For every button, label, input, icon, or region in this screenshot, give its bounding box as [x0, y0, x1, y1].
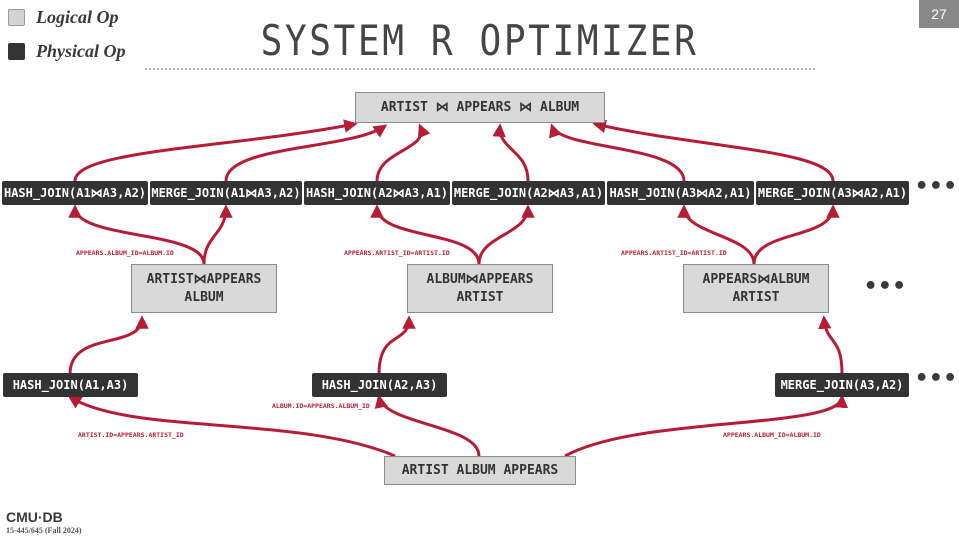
top-physical-node: MERGE_JOIN(A2⋈A3,A1): [452, 181, 605, 205]
middle-logical-line1: ARTIST⋈APPEARS: [146, 271, 262, 287]
edge-hj-a3a2-root: [549, 123, 686, 182]
edge-bhj2-mid2: [377, 315, 416, 375]
middle-logical-node: ARTIST⋈APPEARS ALBUM: [131, 264, 277, 313]
middle-logical-node: ALBUM⋈APPEARS ARTIST: [407, 264, 553, 313]
middle-logical-node: APPEARS⋈ALBUM ARTIST: [683, 264, 829, 313]
bottom-physical-node: MERGE_JOIN(A3,A2): [775, 373, 909, 397]
physical-op-label: Physical Op: [36, 41, 126, 61]
join-predicate: APPEARS.ARTIST_ID=ARTIST.ID: [344, 249, 450, 257]
edge-base-bhj1: [67, 395, 396, 458]
middle-logical-line1: APPEARS⋈ALBUM: [702, 271, 810, 287]
edge-mid3-mj: [752, 204, 840, 265]
edge-mid1-mj: [202, 204, 233, 265]
base-logical-node: ARTIST ALBUM APPEARS: [384, 456, 576, 485]
logical-op-label: Logical Op: [36, 7, 119, 27]
legend-physical: Physical Op: [8, 41, 126, 62]
bottom-physical-node: HASH_JOIN(A2,A3): [312, 373, 447, 397]
edge-mj-a2a3-root: [492, 123, 530, 182]
middle-logical-line2: ARTIST: [456, 289, 504, 305]
edge-mj-a1a3-root: [224, 124, 388, 182]
edge-bmj-mid3: [818, 315, 844, 375]
top-physical-node: HASH_JOIN(A1⋈A3,A2): [2, 181, 148, 205]
cmu-db-logo: CMU·DB: [6, 509, 63, 525]
middle-logical-line2: ALBUM: [184, 289, 224, 305]
middle-logical-line1: ALBUM⋈APPEARS: [426, 271, 534, 287]
edge-base-bhj2: [374, 394, 481, 457]
join-predicate: APPEARS.ALBUM_ID=ALBUM.ID: [76, 249, 174, 257]
logical-op-swatch: [8, 9, 25, 26]
ellipsis-top: •••: [915, 174, 958, 199]
ellipsis-middle: •••: [864, 274, 907, 299]
top-physical-node: HASH_JOIN(A2⋈A3,A1): [304, 181, 450, 205]
slide-number: 27: [919, 0, 959, 28]
join-predicate: ARTIST.ID=APPEARS.ARTIST_ID: [78, 431, 184, 439]
join-predicate: APPEARS.ARTIST_ID=ARTIST.ID: [621, 249, 727, 257]
physical-op-swatch: [8, 43, 25, 60]
edge-base-bmj: [564, 394, 849, 458]
root-logical-node: ARTIST ⋈ APPEARS ⋈ ALBUM: [355, 92, 605, 123]
ellipsis-bottom: •••: [915, 366, 958, 391]
top-physical-node: MERGE_JOIN(A3⋈A2,A1): [756, 181, 909, 205]
legend-logical: Logical Op: [8, 7, 119, 28]
bottom-physical-node: HASH_JOIN(A1,A3): [3, 373, 138, 397]
middle-logical-line2: ARTIST: [732, 289, 780, 305]
top-physical-node: MERGE_JOIN(A1⋈A3,A2): [150, 181, 302, 205]
course-label: 15-445/645 (Fall 2024): [6, 526, 82, 535]
join-predicate: APPEARS.ALBUM_ID=ALBUM.ID: [723, 431, 821, 439]
edge-mid2-mj: [477, 204, 535, 265]
join-predicate: ALBUM.ID=APPEARS.ALBUM_ID: [272, 402, 370, 410]
edge-mid3-hj: [677, 204, 756, 265]
edge-bhj1-mid1: [68, 315, 149, 375]
slide-title: SYSTEM R OPTIMIZER: [260, 16, 699, 65]
edge-mid2-hj: [370, 204, 481, 265]
title-divider: [145, 68, 815, 70]
top-physical-node: HASH_JOIN(A3⋈A2,A1): [607, 181, 754, 205]
edge-hj-a1a3-root: [73, 119, 358, 182]
edge-mid1-hj: [68, 204, 206, 265]
edge-mj-a3a2-root: [592, 119, 835, 182]
edge-hj-a2a3-root: [375, 123, 431, 182]
